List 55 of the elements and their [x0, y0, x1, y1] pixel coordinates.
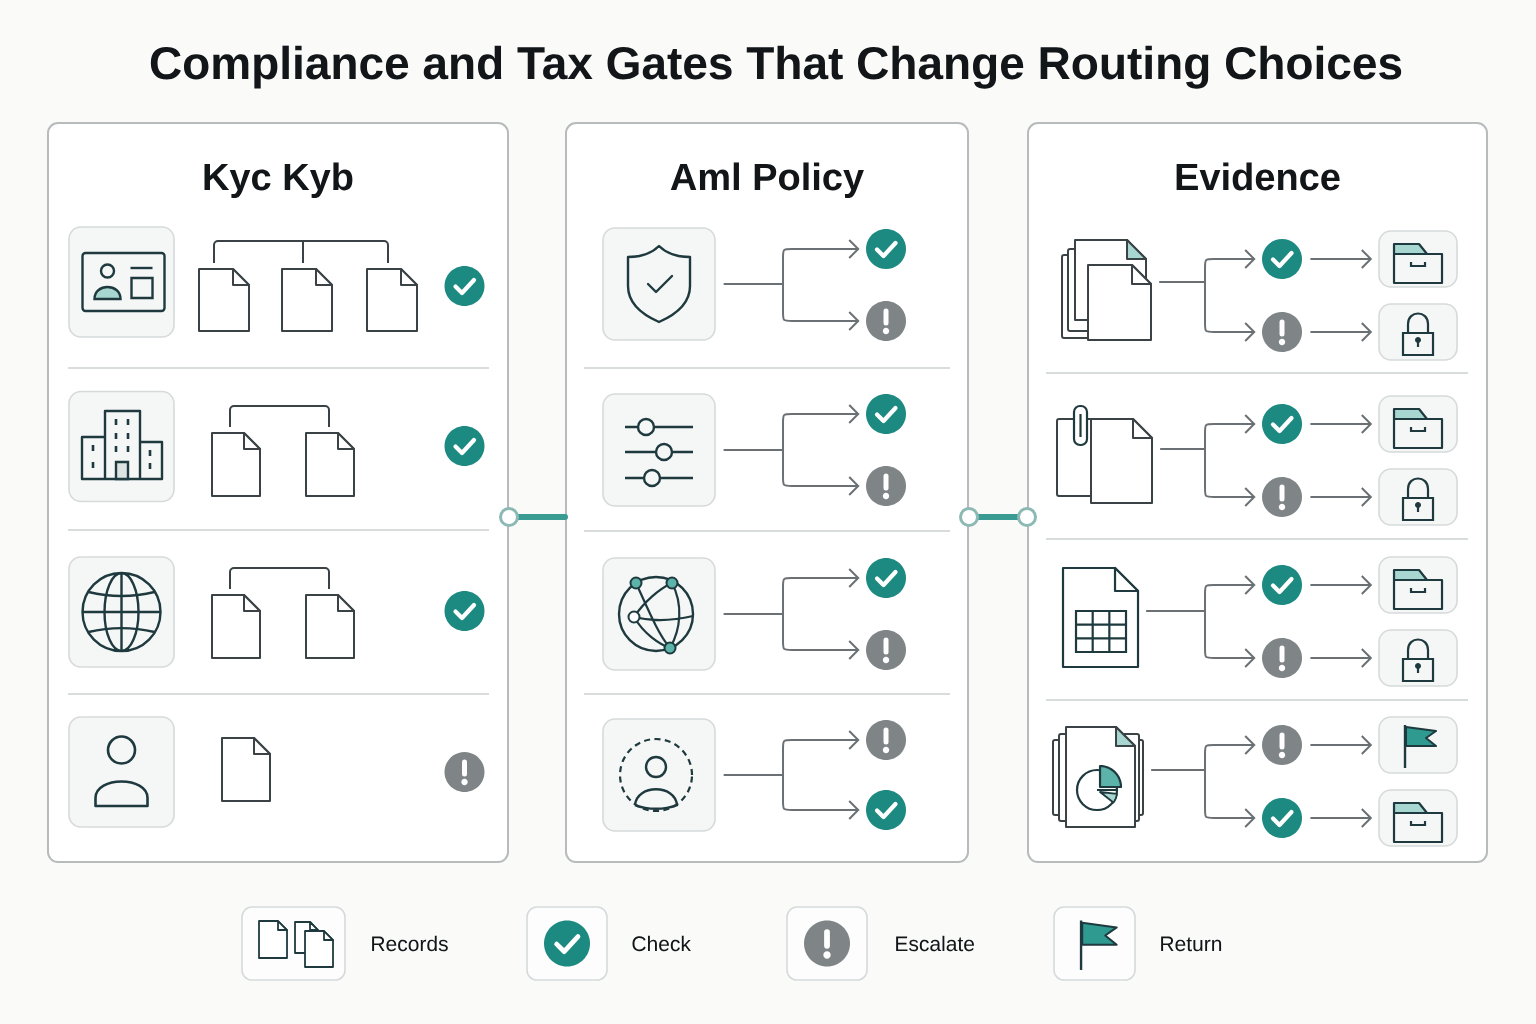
lock-icon: [1378, 468, 1458, 526]
legend-label: Records: [372, 935, 448, 952]
arrow: [1145, 610, 1256, 668]
arrow: [1309, 322, 1373, 342]
folder-icon: [1378, 789, 1458, 847]
exclamation-icon: [866, 630, 906, 670]
arrow: [722, 449, 860, 496]
arrow: [1309, 735, 1373, 755]
arrow: [722, 613, 860, 660]
arrow: [1309, 575, 1373, 595]
arrow: [1158, 281, 1256, 342]
chart-document-icon: [1052, 726, 1144, 828]
check-icon: [1262, 404, 1302, 444]
check-icon: [866, 394, 906, 434]
folder-icon: [1378, 556, 1458, 614]
user-icon: [602, 718, 716, 832]
check-icon: [1262, 565, 1302, 605]
legend-label: Check: [632, 935, 691, 952]
clipped-document-icon: [1056, 404, 1153, 504]
connector: [959, 507, 1037, 527]
lock-icon: [1378, 303, 1458, 361]
exclamation-icon: [1262, 638, 1302, 678]
arrow: [1309, 249, 1373, 269]
title: Compliance and Tax Gates That Change Routing Choices: [150, 45, 1402, 89]
exclamation-icon: [1262, 725, 1302, 765]
check-icon: [866, 229, 906, 269]
arrow: [722, 283, 860, 331]
check-icon: [1262, 798, 1302, 838]
arrow: [1159, 448, 1256, 507]
shield-icon: [602, 227, 716, 341]
arrow: [1309, 487, 1373, 507]
exclamation-icon: [866, 301, 906, 341]
check-icon: [1262, 239, 1302, 279]
connector: [499, 507, 568, 527]
arrow: [722, 774, 860, 820]
arrow: [1309, 808, 1373, 828]
network-icon: [602, 557, 716, 671]
arrow: [1150, 769, 1256, 828]
documents-icon: [1061, 239, 1152, 341]
flag-icon: [1378, 716, 1458, 774]
exclamation-icon: [866, 720, 906, 760]
spreadsheet-icon: [1061, 566, 1140, 669]
check-icon: [866, 790, 906, 830]
exclamation-icon: [1262, 312, 1302, 352]
legend-label: Escalate: [896, 935, 974, 952]
check-icon: [866, 558, 906, 598]
exclamation-icon: [866, 466, 906, 506]
folder-icon: [1378, 230, 1458, 288]
lock-icon: [1378, 629, 1458, 687]
legend-label: Return: [1161, 936, 1222, 952]
folder-icon: [1378, 395, 1458, 453]
arrow: [1309, 648, 1373, 668]
exclamation-icon: [1262, 477, 1302, 517]
arrow: [1309, 414, 1373, 434]
sliders-icon: [602, 393, 716, 507]
